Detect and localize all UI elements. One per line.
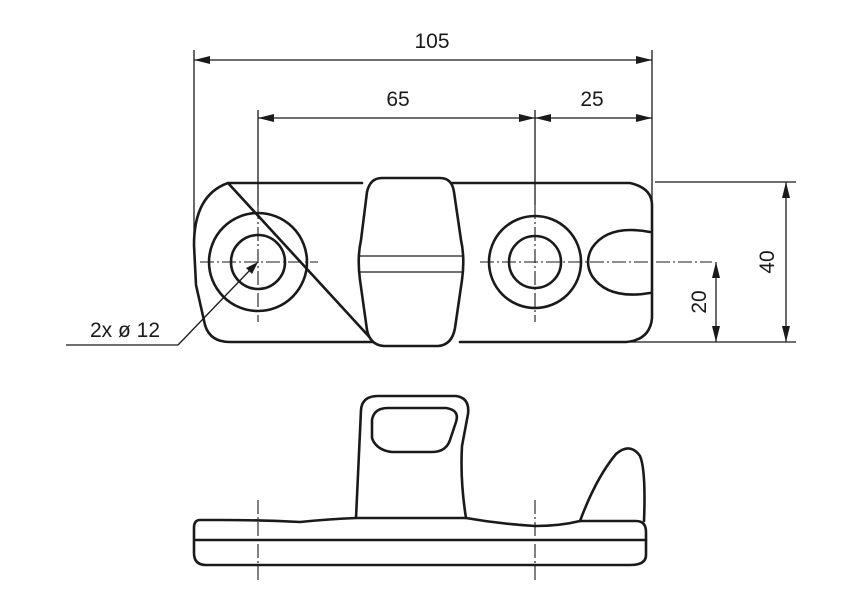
leader-line <box>177 267 253 346</box>
arrow-65-right <box>519 114 535 122</box>
dimensions: 105 65 25 40 20 2x ø 12 <box>66 30 796 346</box>
arrow-20-bottom <box>712 326 720 342</box>
arrow-40-top <box>782 182 790 198</box>
hole-callout-label: 2x ø 12 <box>90 319 160 342</box>
side-base-outline <box>192 516 648 567</box>
top-view <box>192 176 712 348</box>
dim-label-65: 65 <box>386 88 409 111</box>
lug-top-outline <box>357 176 465 348</box>
tip-recess-outline <box>586 228 652 296</box>
side-lug-slot <box>370 406 459 454</box>
arrow-105-right <box>636 56 652 64</box>
dim-label-105: 105 <box>414 30 449 53</box>
arrow-105-left <box>194 56 210 64</box>
arrow-65-left <box>258 114 274 122</box>
side-lug-outline <box>354 394 470 520</box>
arrow-20-top <box>712 262 720 278</box>
leader-arrow <box>246 262 258 274</box>
side-fin-outline <box>578 447 646 523</box>
arrow-40-bottom <box>782 326 790 342</box>
dim-label-40: 40 <box>756 250 779 273</box>
side-view <box>192 394 648 580</box>
dim-label-25: 25 <box>580 88 603 111</box>
dim-label-20: 20 <box>688 290 711 313</box>
arrow-25-left <box>535 114 551 122</box>
arrow-25-right <box>636 114 652 122</box>
